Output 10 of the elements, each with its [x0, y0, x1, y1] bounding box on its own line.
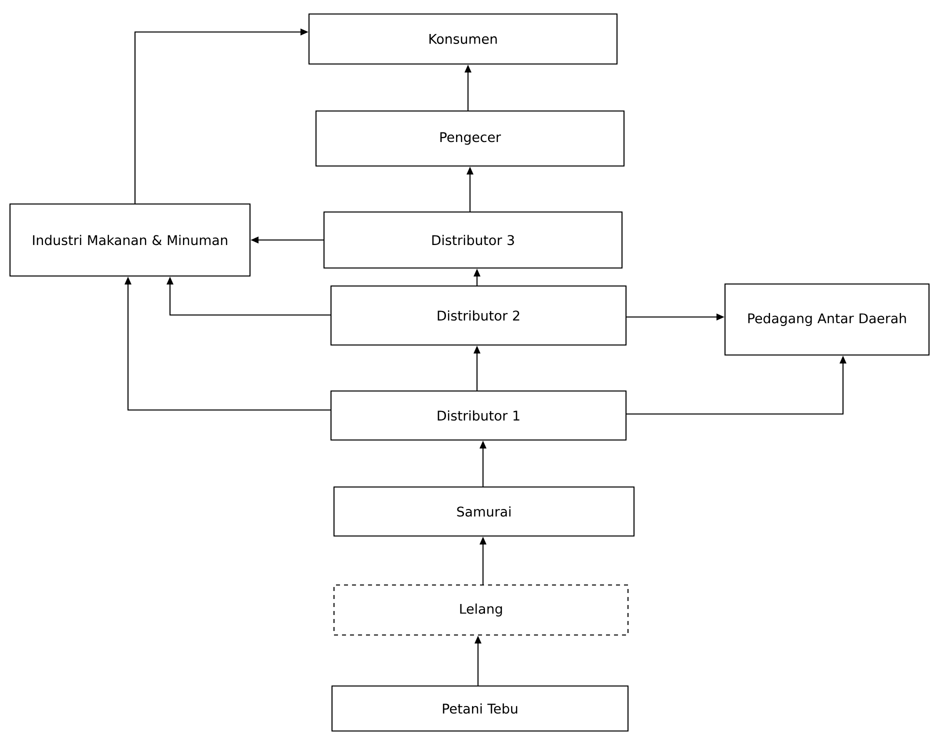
process-box: Distributor 1 [330, 390, 627, 441]
process-box: Industri Makanan & Minuman [9, 203, 251, 277]
process-box: Lelang [333, 584, 629, 636]
process-box: Pedagang Antar Daerah [724, 283, 930, 356]
process-box: Pengecer [315, 110, 625, 167]
process-box: Samurai [333, 486, 635, 537]
process-box: Konsumen [308, 13, 618, 65]
process-box: Distributor 3 [323, 211, 623, 269]
process-box: Petani Tebu [331, 685, 629, 732]
process-box: Distributor 2 [330, 285, 627, 346]
